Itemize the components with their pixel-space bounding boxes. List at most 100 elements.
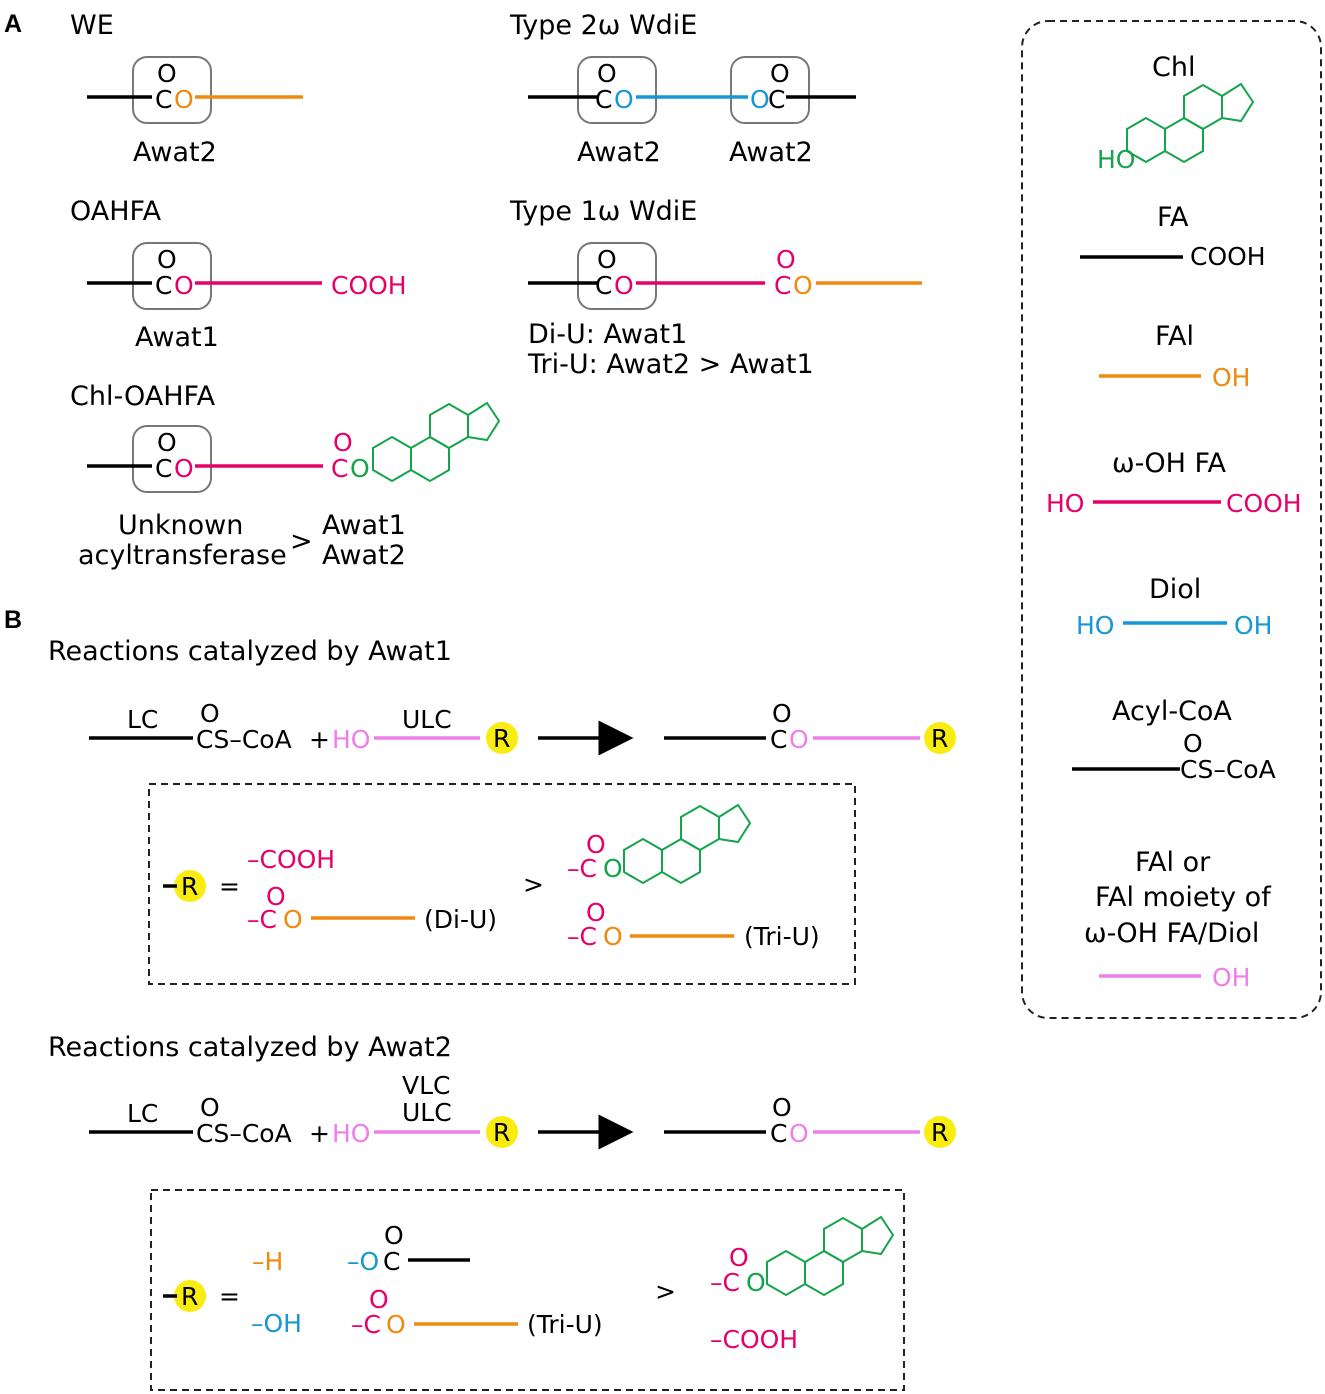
awat2-r: R: [493, 1118, 510, 1147]
legend-chl-ho: HO: [1097, 145, 1135, 174]
awat1-lc: LC: [127, 705, 158, 734]
carbonyl-oxygen: O: [770, 59, 790, 88]
legend-acylcoa-label: Acyl-CoA: [1112, 696, 1232, 727]
ester-oxygen: O: [793, 271, 813, 300]
awat2-title: Reactions catalyzed by Awat2: [48, 1032, 452, 1063]
awat1-product-ester-o: O: [789, 725, 809, 754]
awat2-box-o-top: O: [384, 1221, 404, 1250]
carbonyl-oxygen: O: [776, 245, 796, 274]
awat2-box-r: R: [181, 1282, 198, 1311]
awat2-box-gt: >: [655, 1277, 676, 1306]
awat1-box-tri-o: O: [586, 898, 606, 927]
awat1-ulc: ULC: [402, 705, 452, 734]
legend-falmoiety-line2: FAl moiety of: [1095, 882, 1272, 913]
r-group-badge: [924, 1116, 956, 1148]
awat1-box-o: O: [266, 882, 286, 911]
legend-fa-label: FA: [1157, 202, 1189, 233]
awat1-plus: +: [309, 725, 330, 754]
awat2-box-oh: –OH: [251, 1309, 302, 1338]
ester-oxygen: O: [750, 85, 770, 114]
type2-enzyme-left: Awat2: [577, 137, 661, 168]
awat1-product-r: R: [931, 724, 948, 753]
ester-box: [132, 56, 212, 124]
awat1-product-o: O: [772, 699, 792, 728]
awat2-ho: HO: [332, 1119, 370, 1148]
cholesterol-ring-icon: [623, 804, 751, 884]
awat2-box-chl-o: O: [729, 1243, 749, 1272]
awat1-acyl-coa: CS–CoA: [196, 725, 292, 754]
awat1-box-di-u: (Di-U): [424, 905, 497, 934]
legend-acylcoa-group: CS–CoA: [1180, 755, 1276, 784]
type2-wdie-structure: Type 2ω WdiE O C O O O C Awat2 Awat2: [509, 10, 856, 168]
we-enzyme: Awat2: [133, 137, 217, 168]
type1-line1: Di-U: Awat1: [528, 319, 687, 350]
legend-falmoiety-line1: FAl or: [1135, 847, 1211, 878]
legend-whfa-right: COOH: [1226, 489, 1302, 518]
carbonyl-oxygen: O: [333, 428, 353, 457]
awat2-box-cooh: –COOH: [710, 1325, 798, 1354]
ester-box: [730, 56, 810, 124]
awat2-box-chl-ester-o: O: [746, 1268, 766, 1297]
awat2-product-ester-o: O: [789, 1119, 809, 1148]
awat2-box-chl-c: –C: [710, 1268, 740, 1297]
panel-a-label: A: [4, 10, 22, 38]
awat1-box-tri-c: –C: [567, 922, 597, 951]
legend-chl-label: Chl: [1152, 52, 1195, 83]
awat1-box-gt: >: [523, 870, 544, 899]
carbonyl-carbon: C: [768, 85, 785, 114]
ester-oxygen: O: [174, 85, 194, 114]
awat2-vlc: VLC: [402, 1071, 451, 1100]
ester-oxygen: O: [174, 271, 194, 300]
carbonyl-carbon: C: [774, 271, 791, 300]
ester-oxygen: O: [350, 454, 370, 483]
carboxyl-group: COOH: [331, 271, 407, 300]
awat1-ho: HO: [332, 725, 370, 754]
awat1-r-box: [148, 783, 856, 985]
awat2-box-eq: =: [219, 1282, 240, 1311]
awat2-r-box: [150, 1189, 905, 1391]
ester-oxygen: O: [614, 85, 634, 114]
r-group-badge: [174, 870, 206, 902]
carbonyl-carbon: C: [155, 85, 172, 114]
type2-title: Type 2ω WdiE: [509, 10, 697, 41]
awat2-product-r: R: [931, 1118, 948, 1147]
awat2-lc: LC: [127, 1099, 158, 1128]
legend-fal-label: FAl: [1155, 321, 1194, 352]
awat1-r: R: [493, 724, 510, 753]
ester-box: [577, 56, 657, 124]
carbonyl-carbon: C: [595, 271, 612, 300]
oahfa-enzyme: Awat1: [135, 322, 219, 353]
awat2-plus: +: [309, 1119, 330, 1148]
ester-oxygen: O: [174, 454, 194, 483]
awat1-box-chl-c: –C: [567, 854, 597, 883]
legend-diol-left: HO: [1076, 611, 1114, 640]
chl-oahfa-enzyme-right-1: Awat1: [322, 510, 406, 541]
carbonyl-oxygen: O: [597, 59, 617, 88]
awat2-box-tri-c: –C: [351, 1310, 381, 1339]
legend-falmoiety-line3: ω-OH FA/Diol: [1084, 918, 1259, 949]
chl-oahfa-enzyme-left-1: Unknown: [118, 510, 243, 541]
ester-oxygen: O: [614, 271, 634, 300]
awat2-product-o: O: [772, 1093, 792, 1122]
chl-oahfa-title: Chl-OAHFA: [70, 381, 216, 412]
legend-whfa-label: ω-OH FA: [1112, 448, 1227, 479]
awat1-box-ester-o: O: [283, 905, 303, 934]
awat2-box-tri-o: O: [369, 1285, 389, 1314]
ester-box: [132, 425, 212, 493]
panel-b-label: B: [4, 606, 22, 634]
awat2-product-c: C: [770, 1119, 787, 1148]
r-group-badge: [174, 1280, 206, 1312]
legend-acylcoa-o: O: [1183, 729, 1203, 758]
awat2-reaction: Reactions catalyzed by Awat2 LC O CS–CoA…: [48, 1032, 956, 1391]
legend-diol-label: Diol: [1149, 574, 1201, 605]
chl-oahfa-enzyme-left-2: acyltransferase: [78, 540, 287, 571]
awat2-acyl-coa: CS–CoA: [196, 1119, 292, 1148]
awat1-reaction: Reactions catalyzed by Awat1 LC O CS–CoA…: [48, 636, 956, 985]
awat2-cs-o: O: [200, 1093, 220, 1122]
we-title: WE: [70, 10, 114, 41]
cholesterol-ring-icon: [372, 402, 500, 482]
legend: Chl HO FA COOH FAl OH ω-OH FA HO COOH Di…: [1021, 20, 1322, 1019]
type2-enzyme-right: Awat2: [729, 137, 813, 168]
chl-oahfa-gt: >: [290, 526, 313, 557]
